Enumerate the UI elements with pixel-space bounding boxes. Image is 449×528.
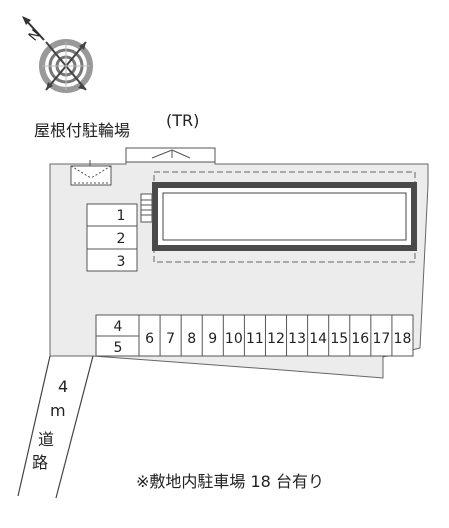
trash-room-label: (TR) xyxy=(166,111,199,130)
parking-space-label: 1 xyxy=(117,208,126,224)
parking-space-label: 11 xyxy=(246,331,264,347)
parking-space-label: 2 xyxy=(117,231,126,247)
parking-space-label: 5 xyxy=(114,340,123,356)
road-kanji-1: 道 xyxy=(38,430,54,449)
parking-space-label: 17 xyxy=(372,331,390,347)
parking-left-column: 1 2 3 xyxy=(86,203,138,272)
stairs xyxy=(140,193,153,223)
parking-space-label: 6 xyxy=(145,331,154,347)
parking-space-label: 9 xyxy=(208,331,217,347)
parking-count-note: ※敷地内駐車場 18 台有り xyxy=(136,472,324,491)
road: 4 m 道 路 xyxy=(17,355,94,499)
building xyxy=(140,171,417,263)
parking-space-label: 10 xyxy=(225,331,243,347)
parking-space-label: 8 xyxy=(187,331,196,347)
parking-space-label: 13 xyxy=(288,331,306,347)
compass-rose-icon: N xyxy=(22,16,93,93)
road-width: 4 xyxy=(58,377,68,396)
parking-stacked-pair: 45 xyxy=(95,314,140,357)
road-kanji-2: 路 xyxy=(32,453,48,472)
parking-space-label: 12 xyxy=(267,331,285,347)
parking-space-label: 3 xyxy=(117,254,126,270)
compass-north-letter: N xyxy=(26,27,44,44)
bicycle-parking-label: 屋根付駐輪場 xyxy=(34,121,130,140)
parking-space-label: 16 xyxy=(351,331,369,347)
road-unit: m xyxy=(50,401,66,420)
parking-space-label: 15 xyxy=(330,331,348,347)
trash-room: (TR) xyxy=(125,111,216,163)
bicycle-parking: 屋根付駐輪場 xyxy=(34,121,130,186)
parking-space-label: 7 xyxy=(166,331,175,347)
parking-space-label: 4 xyxy=(114,319,123,335)
parking-space-label: 14 xyxy=(309,331,327,347)
parking-space-label: 18 xyxy=(394,331,412,347)
